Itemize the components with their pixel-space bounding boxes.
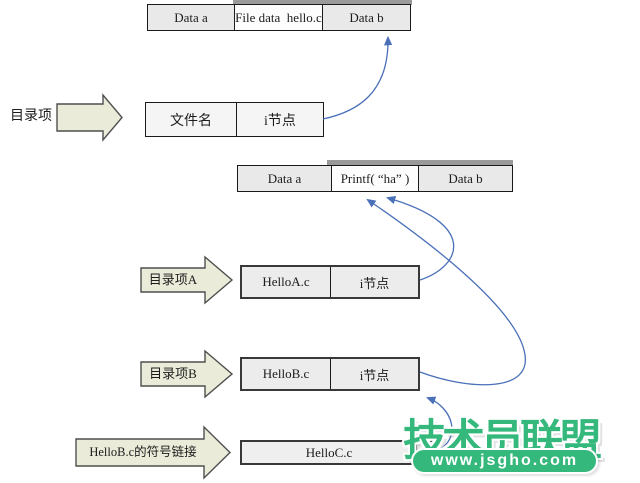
data-b-cell: Data b <box>419 166 512 191</box>
printf-cell: Printf( “ha” ) <box>331 166 419 191</box>
symlink-label: HelloB.c的符号链接 <box>89 445 197 459</box>
directory-entry-a-label: 目录项A <box>148 272 198 287</box>
directory-entry-b-box: HelloB.c i节点 <box>240 357 420 391</box>
symlink-box: HelloC.c <box>240 440 438 465</box>
watermark-url-badge: www.jsgho.com <box>411 448 598 474</box>
inode-cell: i节点 <box>330 359 418 389</box>
watermark-url: www.jsgho.com <box>430 452 579 469</box>
inode-cell: i节点 <box>236 103 323 136</box>
inode-to-datab-connector <box>322 35 393 120</box>
hellob-cell: HelloB.c <box>242 359 330 389</box>
data-a-cell: Data a <box>238 166 331 191</box>
filename-cell: 文件名 <box>146 103 236 136</box>
file-data-block-top: Data a File data hello.c Data b <box>147 4 411 31</box>
inode-cell: i节点 <box>330 267 418 297</box>
directory-entry-arrow <box>56 93 123 142</box>
directory-entry-a-box: HelloA.c i节点 <box>240 265 420 299</box>
shadow-strip-mid <box>327 160 513 165</box>
file-data-block-mid: Data a Printf( “ha” ) Data b <box>237 165 513 192</box>
directory-entry-label: 目录项 <box>10 109 52 124</box>
helloa-cell: HelloA.c <box>242 267 330 297</box>
data-b-cell: Data b <box>323 5 410 30</box>
shadow-strip-top <box>233 0 412 5</box>
file-data-cell: File data hello.c <box>234 5 323 30</box>
data-a-cell: Data a <box>148 5 234 30</box>
helloc-cell: HelloC.c <box>242 442 416 463</box>
directory-entry-box: 文件名 i节点 <box>145 102 324 137</box>
directory-entry-b-label: 目录项B <box>149 366 197 381</box>
